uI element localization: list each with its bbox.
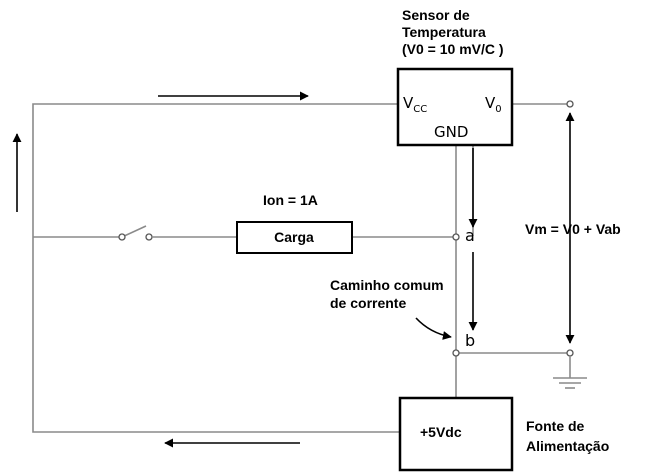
node-a-terminal: [452, 233, 460, 241]
ground-terminal: [566, 349, 574, 357]
load-box: [236, 221, 353, 254]
node-a-label: a: [465, 226, 475, 245]
common-path-line2: de corrente: [330, 295, 406, 311]
sensor-gnd-pin-label: GND: [434, 123, 468, 141]
sensor-title-line3: (V0 = 10 mV/C ): [402, 41, 504, 57]
supply-box-label: +5Vdc: [420, 424, 462, 440]
sensor-vcc-pin-label: VCC: [403, 94, 427, 115]
common-path-line1: Caminho comum: [330, 277, 444, 293]
measure-label: Vm = V0 + Vab: [525, 221, 621, 237]
v0-terminal: [566, 100, 574, 108]
sensor-box: [396, 67, 514, 147]
load-box-label: Carga: [274, 229, 314, 245]
ground-symbol: [553, 377, 587, 389]
common-path-pointer: [415, 317, 452, 340]
sensor-title-line2: Temperatura: [402, 24, 486, 40]
sensor-title-line1: Sensor de: [402, 7, 470, 23]
sensor-v0-pin-label: V0: [485, 94, 502, 115]
node-b-terminal: [452, 349, 460, 357]
node-b-label: b: [465, 331, 475, 350]
switch-contact-left: [118, 233, 126, 241]
supply-box: [398, 396, 514, 472]
switch-blade: [121, 225, 147, 238]
switch-contact-right: [145, 233, 153, 241]
supply-title-line2: Alimentação: [526, 438, 609, 454]
wire-vcc-loop: [32, 103, 400, 433]
load-current-label: Ion = 1A: [263, 192, 318, 208]
supply-title-line1: Fonte de: [526, 418, 585, 434]
